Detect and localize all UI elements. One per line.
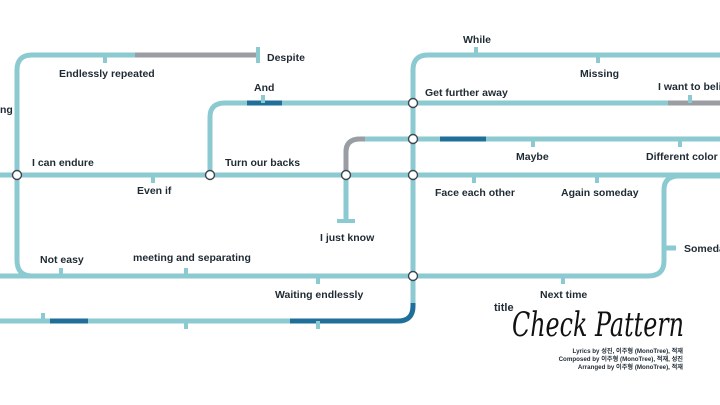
label-get-further-away: Get further away: [425, 87, 508, 99]
label-maybe: Maybe: [516, 151, 549, 163]
label-i-want-to-believe: I want to belie: [658, 81, 720, 93]
song-title: Check Pattern: [512, 305, 684, 345]
node-get-further-away: [407, 97, 419, 109]
label-ng: ng: [0, 104, 13, 116]
label-i-can-endure: I can endure: [32, 157, 94, 169]
title-prefix: title: [494, 302, 514, 314]
label-again-someday: Again someday: [561, 187, 639, 199]
label-face-each-other: Face each other: [435, 187, 515, 199]
label-while: While: [463, 34, 491, 46]
label-missing: Missing: [580, 68, 619, 80]
title-block: title Check Pattern Lyrics by 성진, 이주형 (M…: [494, 302, 684, 371]
label-even-if: Even if: [137, 185, 172, 197]
label-turn-our-backs: Turn our backs: [225, 157, 300, 169]
label-and: And: [254, 82, 274, 94]
credit-lyrics: Lyrics by 성진, 이주형 (MonoTree), 적재: [573, 347, 684, 355]
label-different-color: Different color: [646, 151, 718, 163]
label-next-time: Next time: [540, 289, 587, 301]
route-while-dark-segment-2: [290, 303, 416, 324]
route-and: [207, 100, 720, 175]
credit-arranged: Arranged by 이주형 (MonoTree), 적재: [578, 363, 683, 371]
node-face-each-other: [407, 169, 419, 181]
label-not-easy: Not easy: [40, 254, 84, 266]
route-maybe-grey-curve: [343, 136, 365, 175]
node-turn-our-backs: [204, 169, 216, 181]
node-i-can-endure: [11, 169, 23, 181]
label-endlessly-repeated: Endlessly repeated: [59, 68, 155, 80]
label-waiting-endlessly: Waiting endlessly: [275, 289, 363, 301]
node-maybe-cross: [407, 133, 419, 145]
label-despite: Despite: [267, 52, 305, 64]
node-i-just-know: [340, 169, 352, 181]
label-meeting-and-separating: meeting and separating: [133, 252, 251, 264]
node-waiting-cross: [407, 270, 419, 282]
label-i-just-know: I just know: [320, 232, 375, 244]
credit-composed: Composed by 이주형 (MonoTree), 적재, 성진: [559, 355, 684, 363]
label-someday: Someda: [684, 243, 720, 255]
